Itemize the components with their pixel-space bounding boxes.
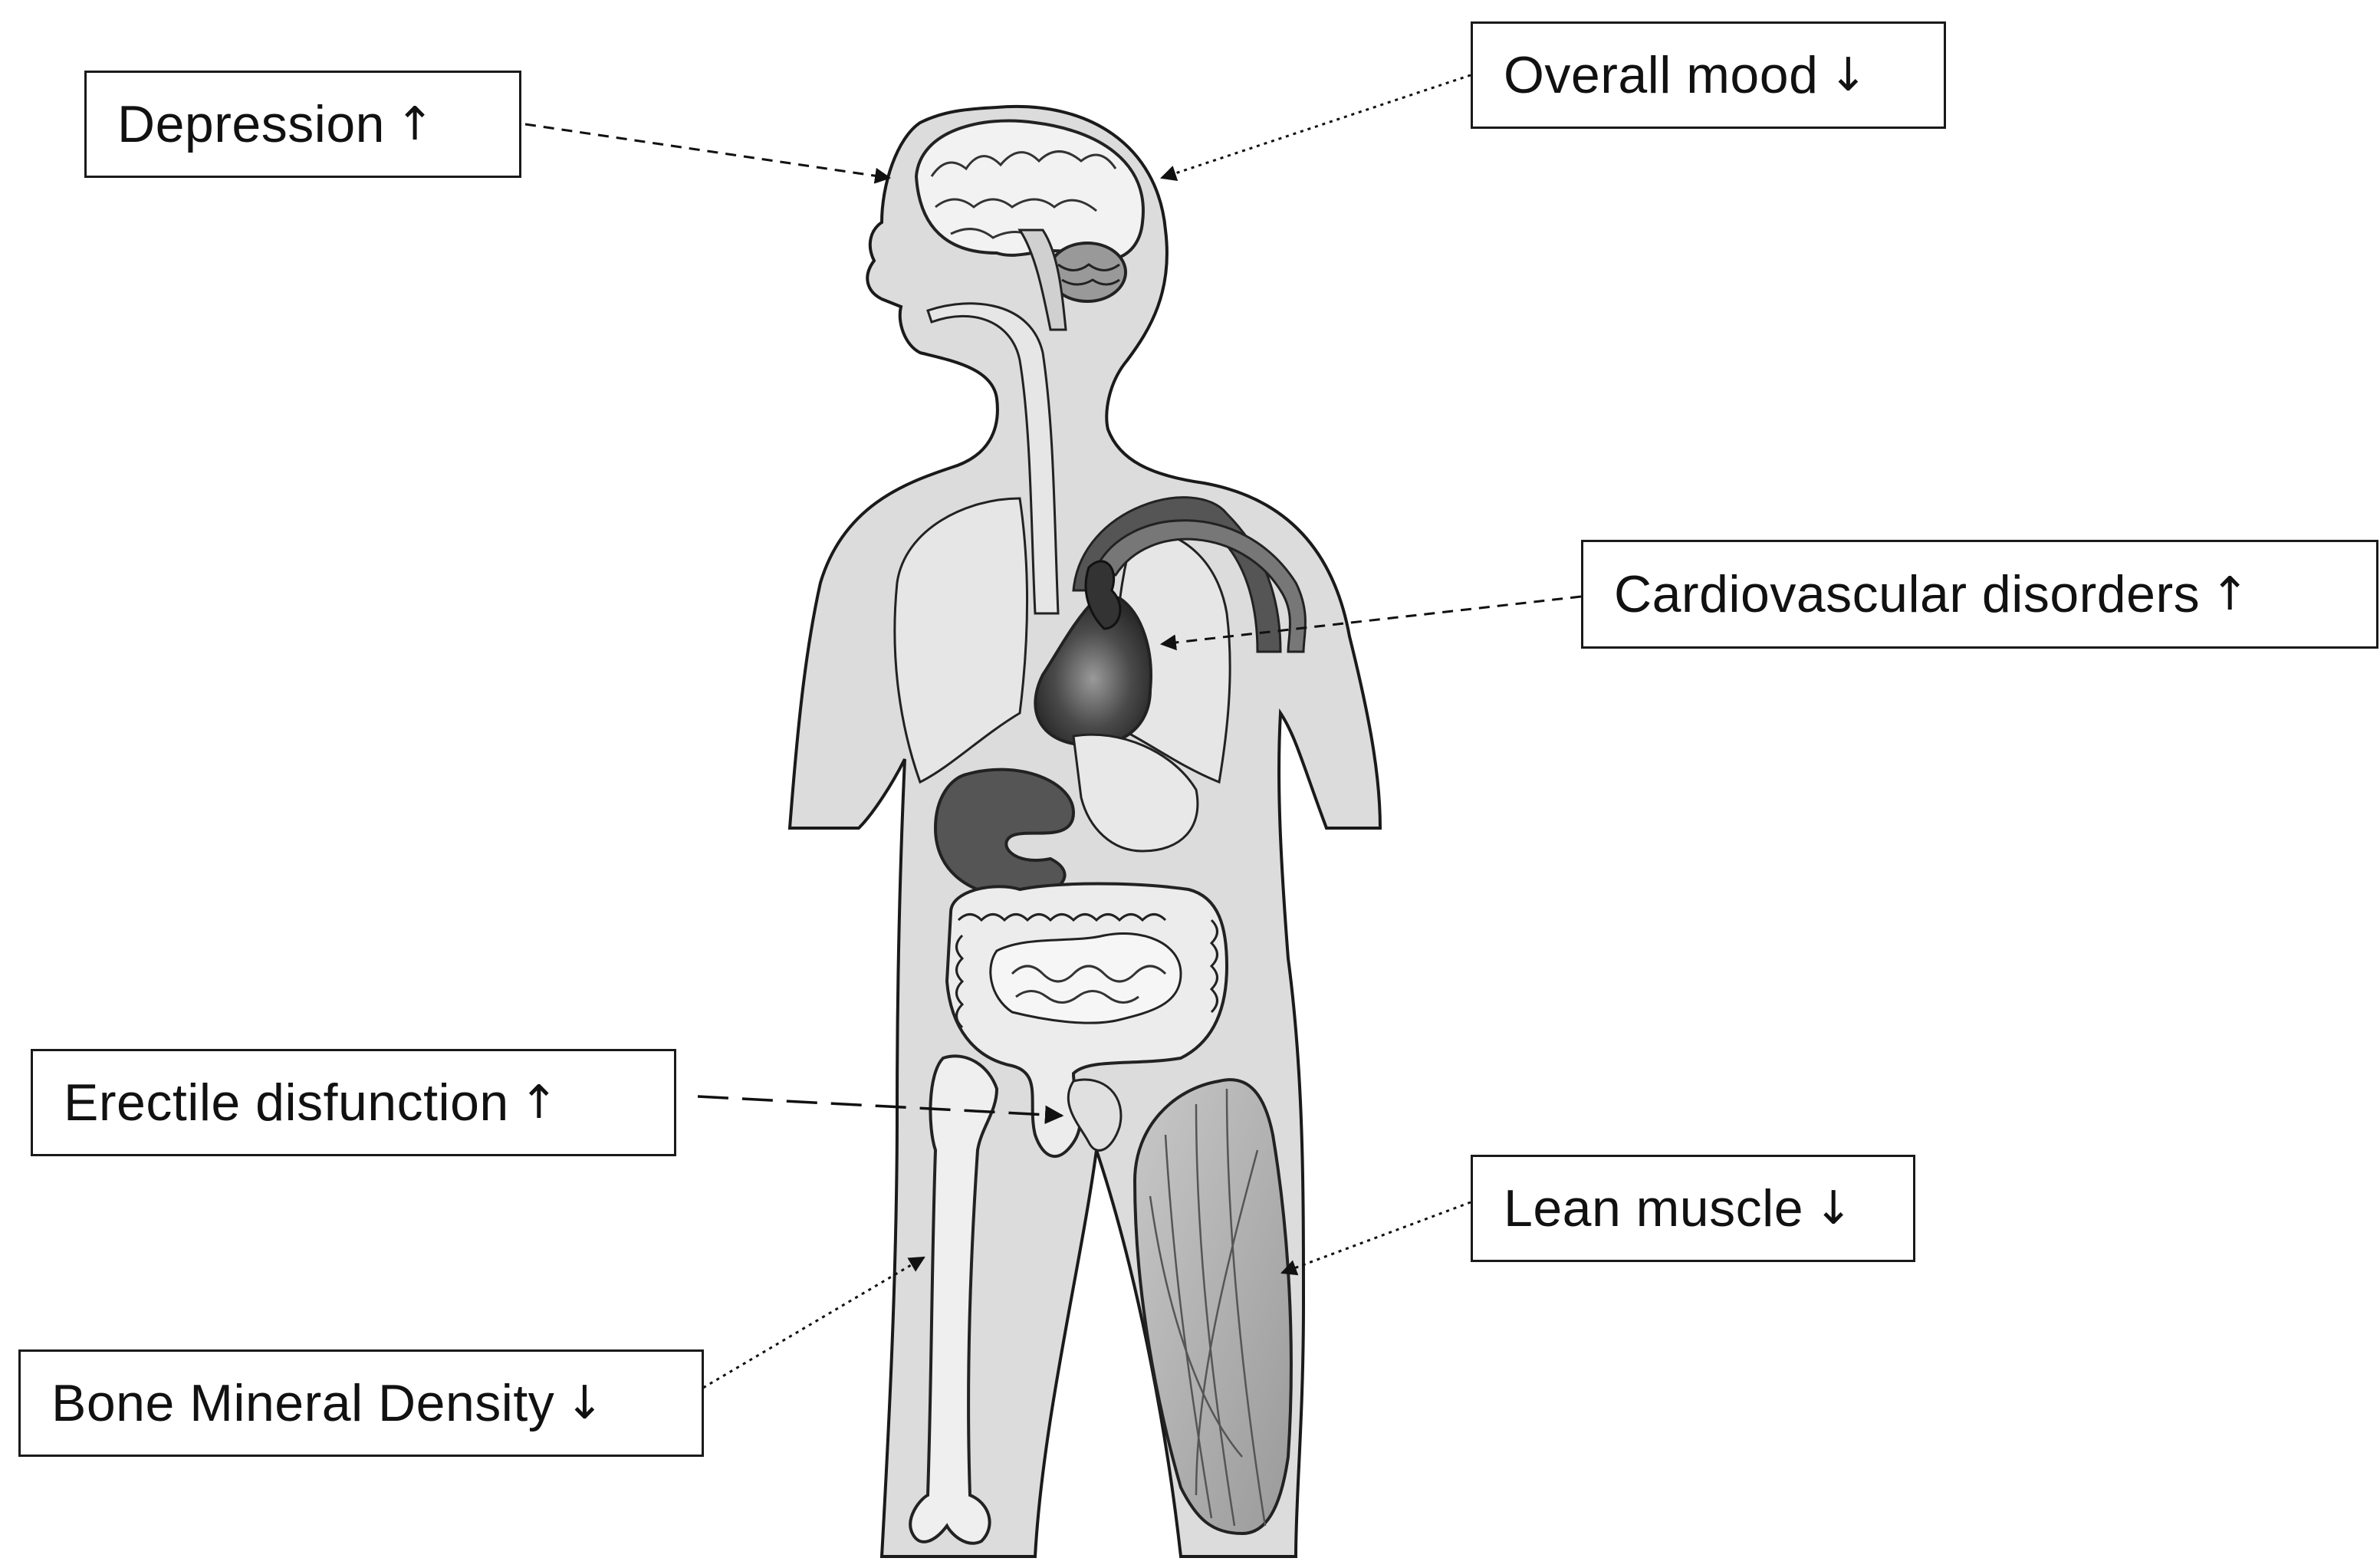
label-lean-muscle: Lean muscle ↓ xyxy=(1471,1155,1915,1262)
brain xyxy=(914,119,1145,262)
liver xyxy=(1072,733,1199,853)
label-bone-density-text: Bone Mineral Density xyxy=(51,1374,555,1432)
esophagus xyxy=(926,302,1060,615)
label-overall-mood: Overall mood ↓ xyxy=(1471,21,1946,129)
small-intestine xyxy=(989,932,1182,1024)
thigh-muscle xyxy=(1132,1078,1293,1536)
label-lean-muscle-text: Lean muscle xyxy=(1504,1179,1804,1238)
connector-lean-muscle xyxy=(1280,1201,1471,1276)
bladder xyxy=(1067,1078,1123,1152)
connector-depression xyxy=(524,123,892,184)
label-cardiovascular-disorders: Cardiovascular disorders ↑ xyxy=(1581,540,2378,649)
connector-overall-mood xyxy=(1160,74,1471,182)
brain-stem xyxy=(1017,228,1067,331)
arrow-up-icon: ↑ xyxy=(2211,567,2250,621)
arrow-up-icon: ↑ xyxy=(395,97,435,151)
arrow-up-icon: ↑ xyxy=(519,1076,559,1129)
connector-bone-density xyxy=(689,1256,925,1397)
label-bone-mineral-density: Bone Mineral Density ↓ xyxy=(18,1349,704,1457)
arrow-down-icon: ↓ xyxy=(1814,1182,1853,1235)
label-depression: Depression ↑ xyxy=(84,71,521,178)
connector-erectile xyxy=(697,1095,1064,1125)
arrow-down-icon: ↓ xyxy=(565,1376,605,1430)
label-erectile-disfunction: Erectile disfunction ↑ xyxy=(31,1049,676,1156)
connector-cardiovascular xyxy=(1159,595,1582,651)
label-erectile-text: Erectile disfunction xyxy=(64,1073,509,1132)
label-depression-text: Depression xyxy=(117,95,385,153)
label-overall-mood-text: Overall mood xyxy=(1504,46,1819,104)
label-cardiovascular-text: Cardiovascular disorders xyxy=(1614,565,2201,623)
femur-bone xyxy=(909,1054,999,1545)
stomach xyxy=(933,768,1076,899)
arrow-down-icon: ↓ xyxy=(1829,48,1869,102)
left-lung xyxy=(893,497,1028,784)
